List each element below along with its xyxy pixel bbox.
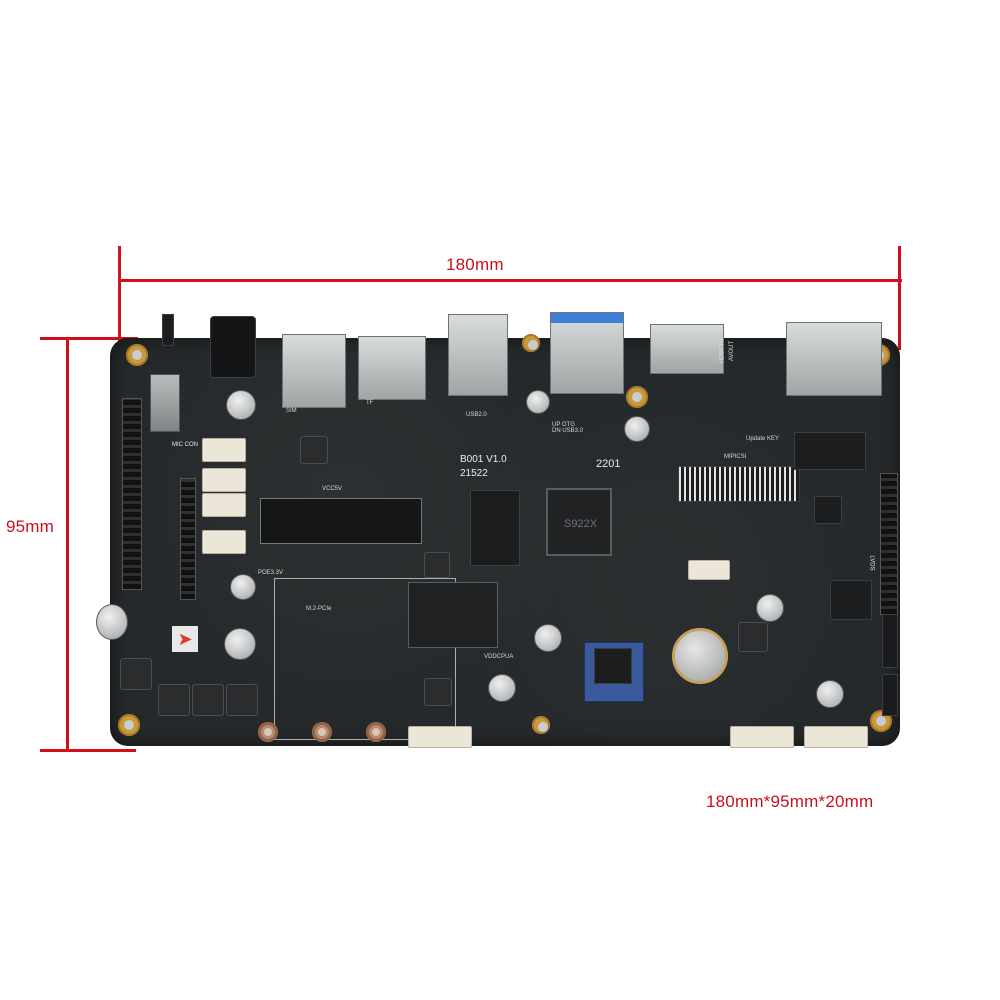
rtc-coin-battery: [672, 628, 728, 684]
ic-right-2: [814, 496, 842, 524]
m2-module-outline: [274, 578, 456, 740]
usb3-port: [550, 312, 624, 394]
inductor-2: [158, 684, 190, 716]
inductor-6: [424, 552, 450, 578]
capacitor-7: [488, 674, 516, 702]
audio-jack: [150, 374, 180, 432]
silk-poe: POE3.3V: [258, 570, 284, 576]
board-model-label: B001 V1.0: [460, 454, 507, 465]
bottom-connector-3: [804, 726, 868, 748]
gpio-header-right: [880, 473, 898, 615]
jst-connector-3: [202, 493, 246, 517]
width-dimension-right-tick: [898, 246, 901, 350]
capacitor-2: [526, 390, 550, 414]
silk-hdmi-tx: HDMI TX: [719, 338, 726, 364]
inductor-5: [300, 436, 328, 464]
ethernet-rj45-port: [786, 322, 882, 396]
height-dimension-bottom-tick: [40, 749, 136, 752]
board-batch-label: 2201: [596, 458, 621, 470]
mounting-hole-bottom-center: [532, 716, 550, 734]
bottom-connector-1: [408, 726, 472, 748]
inductor-1: [120, 658, 152, 690]
silk-usb3: UP OTG DN USB3.0: [552, 422, 584, 434]
silk-avout: AVOUT: [729, 340, 736, 362]
board-date-code: 21522: [460, 468, 488, 479]
height-dimension-line: [66, 338, 69, 750]
jst-connector-1: [202, 438, 246, 462]
ethernet-chip: [794, 432, 866, 470]
jst-connector-4: [202, 530, 246, 554]
size-spec-label: 180mm*95mm*20mm: [706, 792, 874, 811]
height-dimension-top-tick: [40, 337, 138, 340]
ddr-chip: [408, 582, 498, 648]
capacitor-5: [224, 628, 256, 660]
antenna-hole-2: [312, 722, 332, 742]
pcb-board: MIC CON LVDS SIM TF USB2.0 UP OTG DN USB…: [96, 312, 900, 748]
silk-m2-pcie: M.2-PCIe: [306, 606, 332, 612]
silk-vcc5v: VCC5V: [322, 486, 343, 492]
silk-usb2: USB2.0: [466, 412, 487, 418]
soc-label: S922X: [564, 518, 598, 530]
silk-tf: TF: [366, 400, 374, 406]
antenna-hole-3: [366, 722, 386, 742]
capacitor-9: [816, 680, 844, 708]
mounting-hole-center: [626, 386, 648, 408]
jst-connector-2: [202, 468, 246, 492]
power-switch: [162, 314, 174, 346]
sim-card-slot: [282, 334, 346, 408]
mipi-csi-connector: [678, 466, 800, 502]
capacitor-6: [534, 624, 562, 652]
dc-power-jack: [210, 316, 256, 378]
silk-mipi: MIPICSI: [724, 454, 747, 460]
silk-lvds: LVDS: [868, 555, 875, 571]
gpio-header-left: [122, 398, 142, 590]
antenna-hole-1: [258, 722, 278, 742]
silk-vddcpua: VDDCPUA: [484, 654, 514, 660]
m2-slot-connector: [260, 498, 422, 544]
inductor-4: [226, 684, 258, 716]
capacitor-1: [226, 390, 256, 420]
wifi-chip: [594, 648, 632, 684]
mounting-hole-top-center: [522, 334, 540, 352]
inductor-8: [738, 622, 768, 652]
capacitor-8: [756, 594, 784, 622]
silk-update-key: Update KEY: [746, 436, 780, 442]
silk-sim: SIM: [286, 408, 297, 414]
jst-connector-mid: [688, 560, 730, 580]
soc-chip: [546, 488, 612, 556]
right-edge-connector-2: [882, 674, 898, 716]
capacitor-offboard: [96, 604, 128, 640]
capacitor-4: [230, 574, 256, 600]
mounting-hole-top-left: [126, 344, 148, 366]
inductor-7: [424, 678, 452, 706]
width-dimension-label: 180mm: [446, 255, 504, 274]
bottom-connector-2: [730, 726, 794, 748]
silk-mic-con: MIC CON: [172, 442, 198, 448]
tf-card-slot: [358, 336, 426, 400]
inductor-3: [192, 684, 224, 716]
usb2-port: [448, 314, 508, 396]
mic-header: [180, 478, 196, 600]
hdmi-port: [650, 324, 724, 374]
mounting-hole-bottom-left: [118, 714, 140, 736]
height-dimension-label: 95mm: [6, 517, 55, 536]
red-arrow-marker: ➤: [172, 626, 198, 652]
right-edge-connector-1: [882, 614, 898, 668]
emmc-chip: [470, 490, 520, 566]
ic-right-1: [830, 580, 872, 620]
width-dimension-left-tick: [118, 246, 121, 342]
width-dimension-line: [120, 279, 902, 282]
capacitor-3: [624, 416, 650, 442]
